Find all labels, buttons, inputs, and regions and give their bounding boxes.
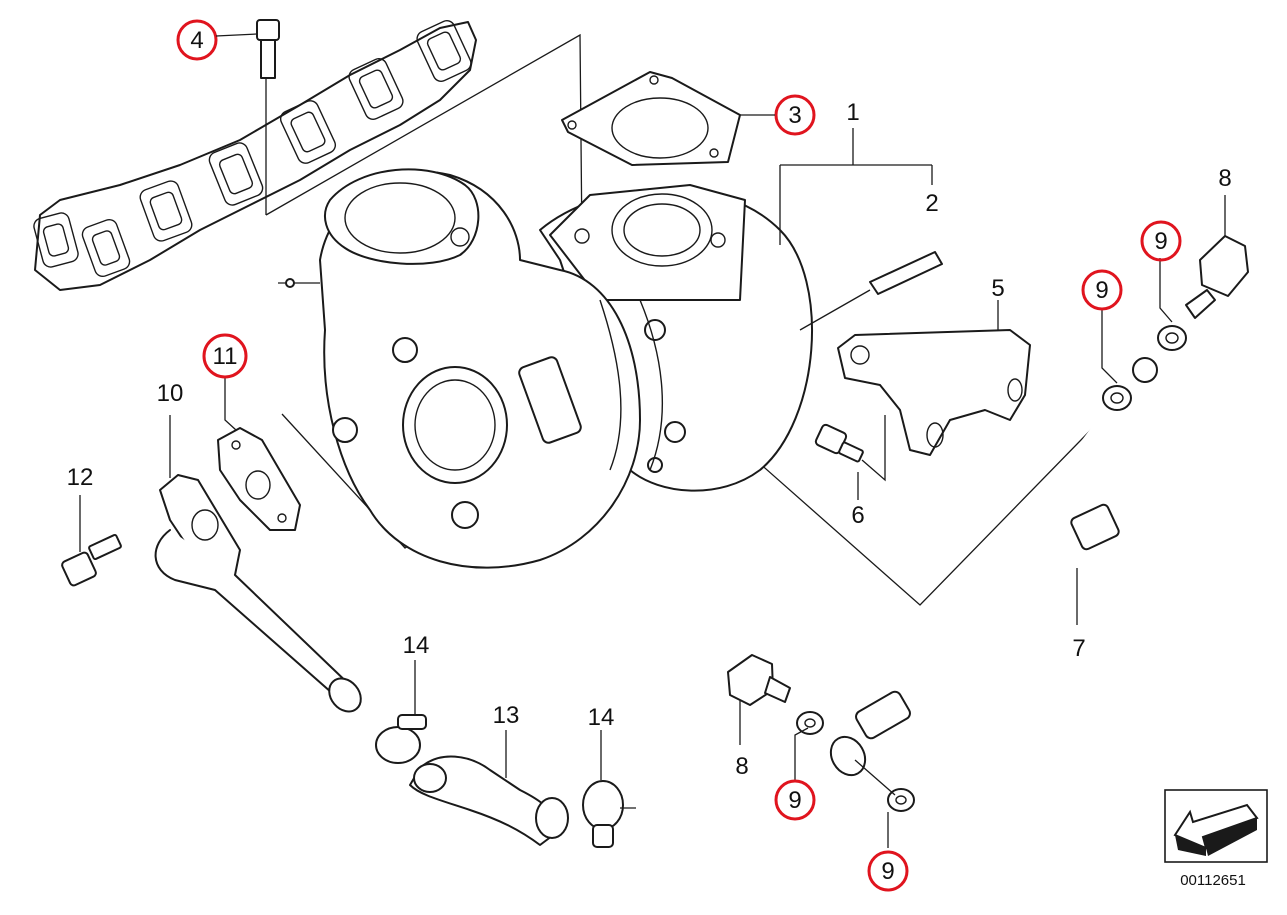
label-6: 6 [851, 502, 864, 529]
hose-clamp-left [375, 660, 427, 764]
label-9-b-text: 9 [1095, 277, 1108, 304]
label-11: 11 [202, 333, 248, 379]
label-9-a-highlight-ring [1140, 220, 1182, 262]
sealing-washer-upper-b [1101, 308, 1132, 411]
label-9-d: 9 [867, 850, 909, 892]
label-7: 7 [1072, 635, 1085, 662]
label-11-highlight-ring [202, 333, 248, 379]
label-10-text: 10 [157, 380, 184, 407]
label-9-c-highlight-ring [774, 779, 816, 821]
label-10: 10 [157, 380, 184, 407]
sealing-washer-upper-a [1157, 258, 1187, 351]
label-14-right: 14 [588, 704, 615, 731]
label-9-d-text: 9 [881, 858, 894, 885]
label-13: 13 [493, 702, 520, 729]
label-4-leader [215, 33, 258, 37]
label-4-top-highlight-ring [176, 19, 218, 61]
support-bracket [837, 300, 1031, 456]
label-8-bottom: 8 [735, 753, 748, 780]
label-12: 12 [67, 464, 94, 491]
stud [799, 251, 943, 331]
label-2: 2 [925, 190, 938, 217]
label-8-right: 8 [1218, 165, 1231, 192]
manifold-bolt [256, 19, 280, 215]
label-11-text: 11 [213, 343, 238, 370]
label-8-bottom-text: 8 [735, 753, 748, 780]
label-4-top: 4 [176, 19, 218, 61]
label-9-c-text: 9 [788, 787, 801, 814]
label-6-text: 6 [851, 502, 864, 529]
label-14-left-text: 14 [403, 632, 430, 659]
hose-clamp-right [582, 730, 636, 848]
banjo-bolt-lower [727, 654, 791, 745]
label-3: 3 [774, 94, 816, 136]
label-9-c: 9 [774, 779, 816, 821]
turbo-gasket [561, 71, 741, 166]
label-14-right-text: 14 [588, 704, 615, 731]
turbocharger [278, 168, 813, 569]
label-5-text: 5 [991, 275, 1004, 302]
label-4-top-text: 4 [190, 27, 203, 54]
label-1-bracket [779, 128, 933, 245]
label-9-b-highlight-ring [1081, 269, 1123, 311]
connecting-hose [409, 730, 569, 846]
label-1-text: 1 [846, 99, 859, 126]
label-7-text: 7 [1072, 635, 1085, 662]
sealing-washer-lower-b [854, 759, 915, 848]
label-3-text: 3 [788, 102, 801, 129]
direction-arrow-icon [1164, 789, 1268, 863]
label-2-text: 2 [925, 190, 938, 217]
label-9-b: 9 [1081, 269, 1123, 311]
document-id: 00112651 [1180, 872, 1246, 889]
oil-return-flange-gasket [217, 378, 301, 531]
label-14-left: 14 [403, 632, 430, 659]
sealing-washer-lower-a [794, 711, 824, 780]
label-9-d-highlight-ring [867, 850, 909, 892]
label-9-a: 9 [1140, 220, 1182, 262]
label-9-a-text: 9 [1154, 228, 1167, 255]
oil-feed-line [829, 357, 1211, 777]
label-8-right-text: 8 [1218, 165, 1231, 192]
label-3-highlight-ring [774, 94, 816, 136]
oil-return-pipe [154, 415, 362, 713]
label-5: 5 [991, 275, 1004, 302]
exhaust-manifold [33, 20, 477, 291]
label-12-text: 12 [67, 464, 94, 491]
bracket-bolt [814, 415, 886, 500]
label-1: 1 [846, 99, 859, 126]
banjo-bolt-upper [1185, 195, 1249, 319]
label-13-text: 13 [493, 702, 520, 729]
oil-return-bolt [61, 495, 122, 587]
